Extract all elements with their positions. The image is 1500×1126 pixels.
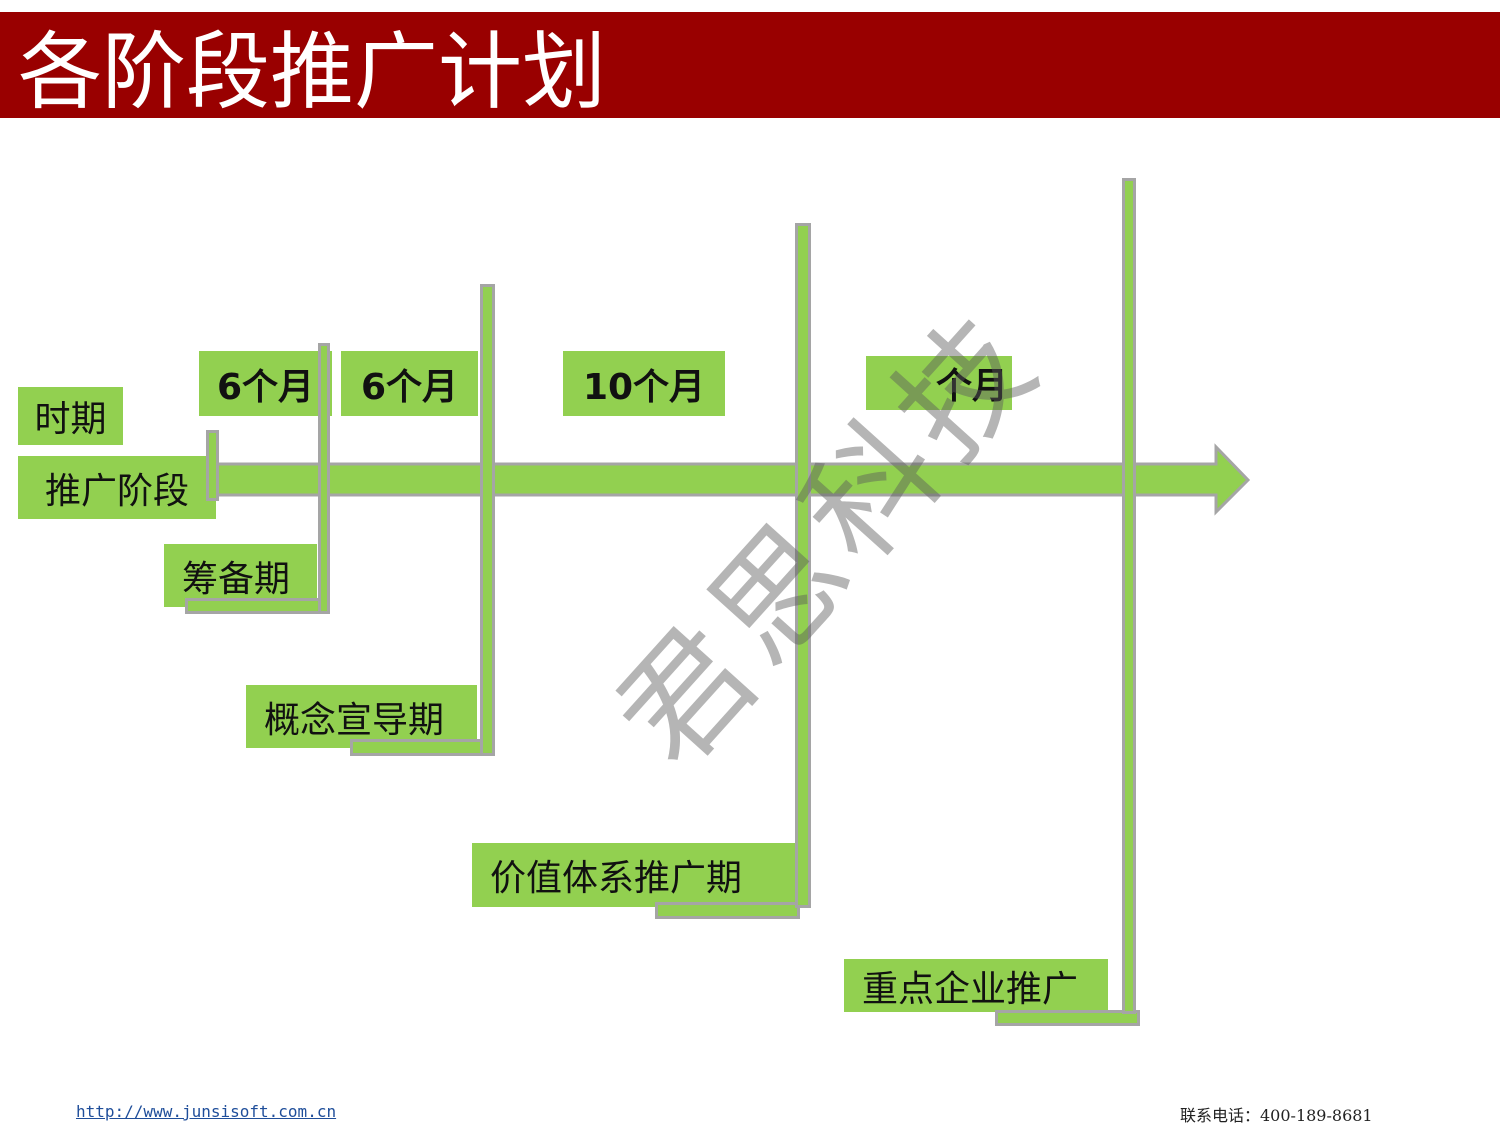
duration-label: 个月: [866, 356, 1012, 410]
phase-connector-foot: [185, 598, 330, 614]
duration-label: 6个月: [199, 351, 332, 416]
period-row-label: 时期: [18, 387, 123, 445]
period-row-label-text: 时期: [34, 399, 107, 440]
phase-label: 概念宣导期: [246, 685, 477, 748]
duration-label: 6个月: [341, 351, 478, 416]
phase-connector-foot: [350, 739, 495, 756]
phase-label: 价值体系推广期: [472, 843, 795, 907]
contact-phone: 联系电话：400-189-8681: [1180, 1106, 1373, 1125]
duration-label: 10个月: [563, 351, 725, 416]
phase-divider-line: [318, 343, 330, 614]
phase-divider-line: [795, 223, 811, 908]
phase-label: 筹备期: [164, 544, 317, 607]
page-title: 各阶段推广计划: [18, 23, 607, 121]
phase-label: 重点企业推广: [844, 959, 1108, 1012]
phase-connector-foot: [995, 1010, 1140, 1026]
phase-divider-line: [480, 284, 495, 756]
timeline-start-tick: [206, 430, 219, 501]
stage-row-label: 推广阶段: [18, 456, 216, 519]
phase-divider-line: [1122, 178, 1136, 1014]
header-bar: 各阶段推广计划: [0, 12, 1500, 121]
phase-connector-foot: [655, 902, 800, 919]
stage-row-label-text: 推广阶段: [44, 470, 189, 512]
website-link[interactable]: http://www.junsisoft.com.cn: [76, 1102, 337, 1121]
